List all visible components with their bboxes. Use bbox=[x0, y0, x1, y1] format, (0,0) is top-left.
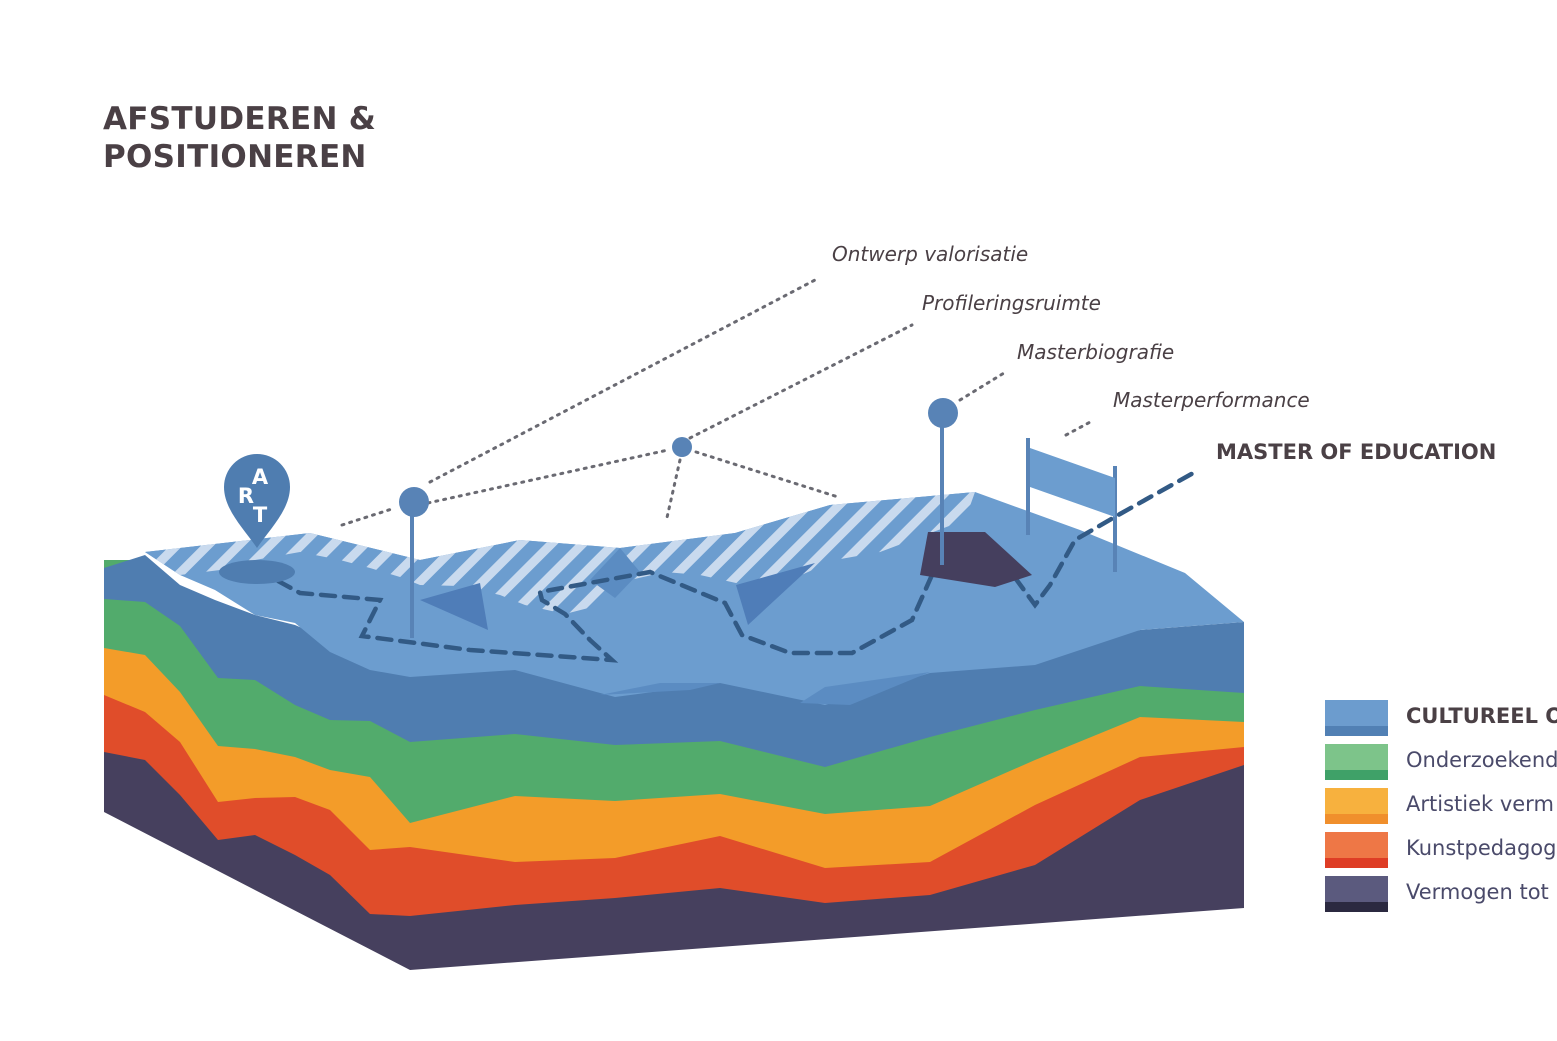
art-marker-base bbox=[219, 560, 295, 584]
label-master-of-education: MASTER OF EDUCATION bbox=[1216, 440, 1497, 464]
legend-swatch bbox=[1325, 832, 1388, 868]
legend-label: Vermogen tot bbox=[1406, 880, 1549, 904]
pin-head-right bbox=[928, 398, 958, 428]
connector-masterperformance bbox=[1064, 418, 1096, 437]
legend-swatch bbox=[1325, 744, 1388, 780]
hatched-zone bbox=[145, 492, 975, 614]
learning-route bbox=[255, 469, 1198, 663]
label-profileringsruimte: Profileringsruimte bbox=[922, 291, 1101, 315]
pin-letter-a: A bbox=[252, 465, 269, 489]
legend-item-vermogen: Vermogen tot bbox=[1325, 876, 1557, 912]
legend-label: CULTUREEL O bbox=[1406, 704, 1557, 728]
legend-label: Onderzoekend bbox=[1406, 748, 1557, 772]
legend-item-kunstpedagogisch: Kunstpedagog bbox=[1325, 832, 1557, 868]
legend-item-cultureel: CULTUREEL O bbox=[1325, 700, 1557, 736]
title-line-2: POSITIONEREN bbox=[103, 139, 367, 175]
facet-3 bbox=[590, 548, 640, 598]
legend-swatch bbox=[1325, 700, 1388, 736]
surface-marker-2 bbox=[736, 563, 815, 625]
connector-pin-left bbox=[340, 506, 397, 527]
legend-swatch bbox=[1325, 788, 1388, 824]
label-masterbiografie: Masterbiografie bbox=[1017, 340, 1175, 364]
connector-node-right bbox=[694, 450, 840, 499]
legend-swatch bbox=[1325, 876, 1388, 912]
connector-pin-node bbox=[426, 448, 670, 505]
legend-label: Kunstpedagog bbox=[1406, 836, 1557, 860]
surface-marker-1 bbox=[420, 583, 488, 630]
connector-profilering bbox=[688, 323, 914, 440]
connector-node-surface bbox=[664, 458, 682, 524]
finish-flag bbox=[1026, 438, 1117, 572]
legend-item-artistiek: Artistiek verm bbox=[1325, 788, 1557, 824]
pin-letter-r: R bbox=[238, 484, 254, 508]
facet-1 bbox=[600, 683, 720, 695]
label-ontwerp-valorisatie: Ontwerp valorisatie bbox=[832, 242, 1029, 266]
facet-2 bbox=[800, 672, 930, 705]
dotted-connectors bbox=[340, 278, 1096, 527]
art-location-pin: A R T bbox=[224, 454, 290, 548]
title-line-1: AFSTUDEREN & bbox=[103, 101, 377, 137]
dark-patch bbox=[920, 532, 1032, 587]
legend-item-onderzoekend: Onderzoekend bbox=[1325, 744, 1557, 780]
page-title: AFSTUDEREN & POSITIONEREN bbox=[103, 100, 376, 176]
location-pin-icon bbox=[224, 454, 290, 548]
stratum-green bbox=[104, 560, 1244, 823]
network-node bbox=[672, 437, 692, 457]
connector-masterbiografie bbox=[958, 371, 1006, 402]
legend-label: Artistiek verm bbox=[1406, 792, 1554, 816]
flag-banner bbox=[1030, 448, 1115, 517]
connector-ontwerp bbox=[428, 278, 817, 484]
pin-letter-t: T bbox=[253, 503, 268, 527]
pin-head-left bbox=[399, 487, 429, 517]
label-masterperformance: Masterperformance bbox=[1113, 388, 1310, 412]
